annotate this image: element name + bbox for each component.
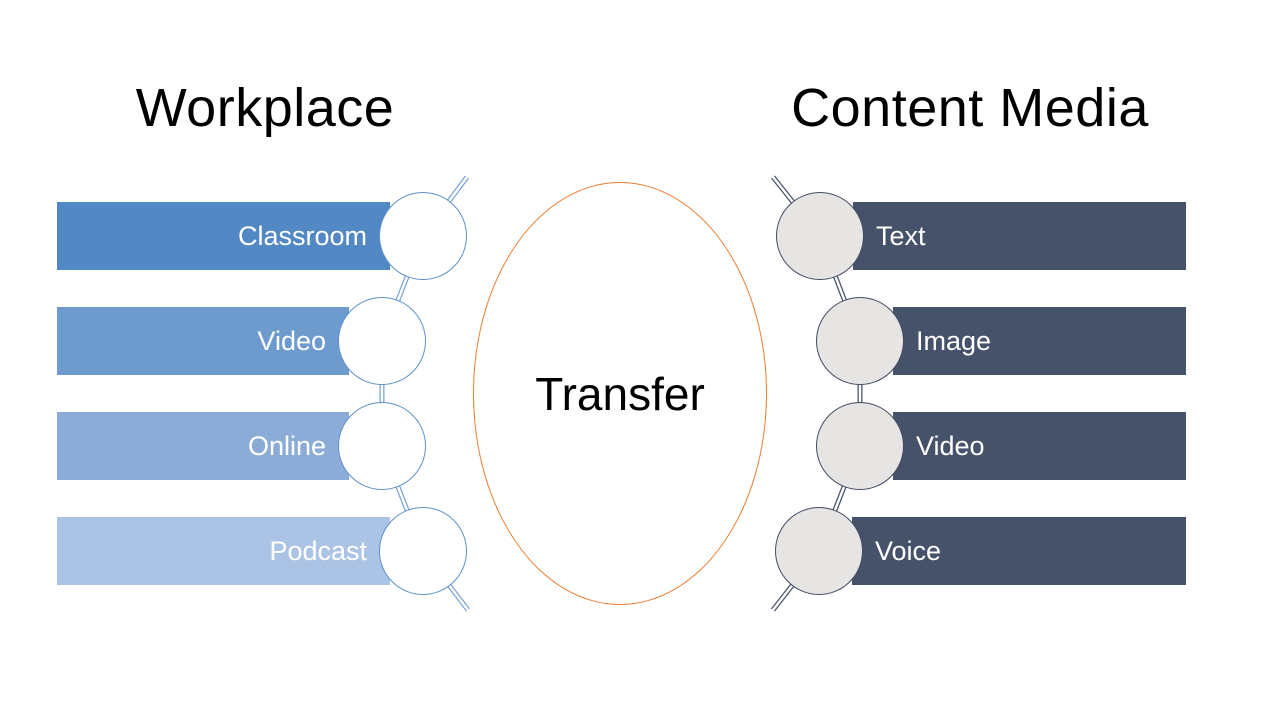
workplace-bar-online: Online [57,412,349,480]
accent-circle-image [816,297,904,385]
workplace-bar-video: Video [57,307,349,375]
workplace-bar-classroom: Classroom [57,202,390,270]
bar-label: Video [257,325,326,356]
transfer-ellipse: Transfer [473,182,767,605]
content-bar-video: Video [893,412,1186,480]
bar-label: Video [916,430,985,461]
bar-label: Podcast [269,535,367,566]
content-bar-text: Text [853,202,1186,270]
bar-label: Classroom [237,220,367,251]
accent-circle-classroom [379,192,467,280]
transfer-label: Transfer [535,367,705,420]
workplace-bar-podcast: Podcast [57,517,390,585]
accent-circle-text [776,192,864,280]
bar-label: Text [876,220,926,251]
workplace-title: Workplace [135,78,395,138]
content-bar-image: Image [893,307,1186,375]
bar-label: Voice [875,535,942,566]
content-media-title: Content Media [791,78,1149,138]
accent-circle-podcast [379,507,467,595]
content-bar-voice: Voice [852,517,1186,585]
accent-circle-video-left [338,297,426,385]
accent-circle-online [338,402,426,490]
accent-circle-voice [775,507,863,595]
bar-label: Online [247,430,326,461]
accent-circle-video-right [816,402,904,490]
bar-label: Image [916,325,992,356]
